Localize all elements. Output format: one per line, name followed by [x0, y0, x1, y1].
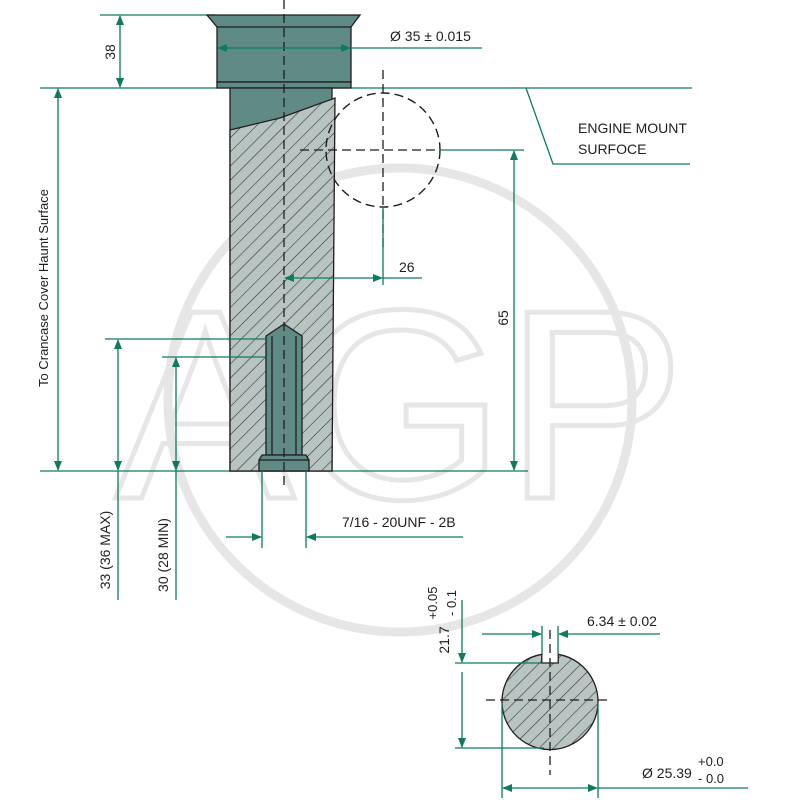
- dim-key-height: 21.7 +0.05 - 0.1: [425, 587, 544, 749]
- engine-mount-label-2: SURFOCE: [578, 141, 646, 157]
- key-height-label: 21.7: [436, 626, 452, 653]
- dim-30-label: 30 (28 MIN): [155, 518, 171, 592]
- dim-key-width: 6.34 ± 0.02: [482, 613, 660, 654]
- dim-38: 38: [102, 14, 124, 88]
- dim-38-label: 38: [102, 44, 118, 60]
- dim-26: 26: [284, 207, 422, 285]
- crankcase-label: To Crancase Cover Haunt Surface: [36, 189, 51, 387]
- dim-65-label: 65: [495, 310, 511, 326]
- threaded-bore: [258, 323, 310, 472]
- watermark: AGP: [112, 163, 688, 637]
- dim-30: 30 (28 MIN): [155, 356, 266, 600]
- shaft-tol-plus: +0.0: [698, 754, 724, 769]
- engine-mount-label-1: ENGINE MOUNT: [578, 120, 687, 136]
- watermark-text: AGP: [115, 255, 685, 556]
- reference-lines: [40, 14, 692, 472]
- dim-33: 33 (36 MAX): [97, 338, 266, 600]
- shaft-diameter-label: Ø 25.39: [642, 765, 692, 781]
- key-height-tol-plus: +0.05: [425, 587, 440, 620]
- dim-33-label: 33 (36 MAX): [97, 511, 113, 590]
- head-diameter-label: Ø 35 ± 0.015: [390, 28, 471, 44]
- dim-26-label: 26: [399, 259, 415, 275]
- key-width-label: 6.34 ± 0.02: [587, 613, 657, 629]
- thread-label: 7/16 - 20UNF - 2B: [342, 514, 456, 530]
- shaft-cross-section: [486, 630, 612, 775]
- dim-shaft-diameter: Ø 25.39 +0.0 - 0.0: [501, 703, 748, 798]
- dim-thread: 7/16 - 20UNF - 2B: [226, 471, 463, 548]
- shaft-tol-minus: - 0.0: [698, 771, 724, 786]
- dim-head-diameter: Ø 35 ± 0.015: [217, 28, 482, 52]
- dim-65: 65: [440, 149, 524, 471]
- dim-crankcase: To Crancase Cover Haunt Surface: [36, 88, 62, 471]
- key-height-tol-minus: - 0.1: [444, 590, 459, 616]
